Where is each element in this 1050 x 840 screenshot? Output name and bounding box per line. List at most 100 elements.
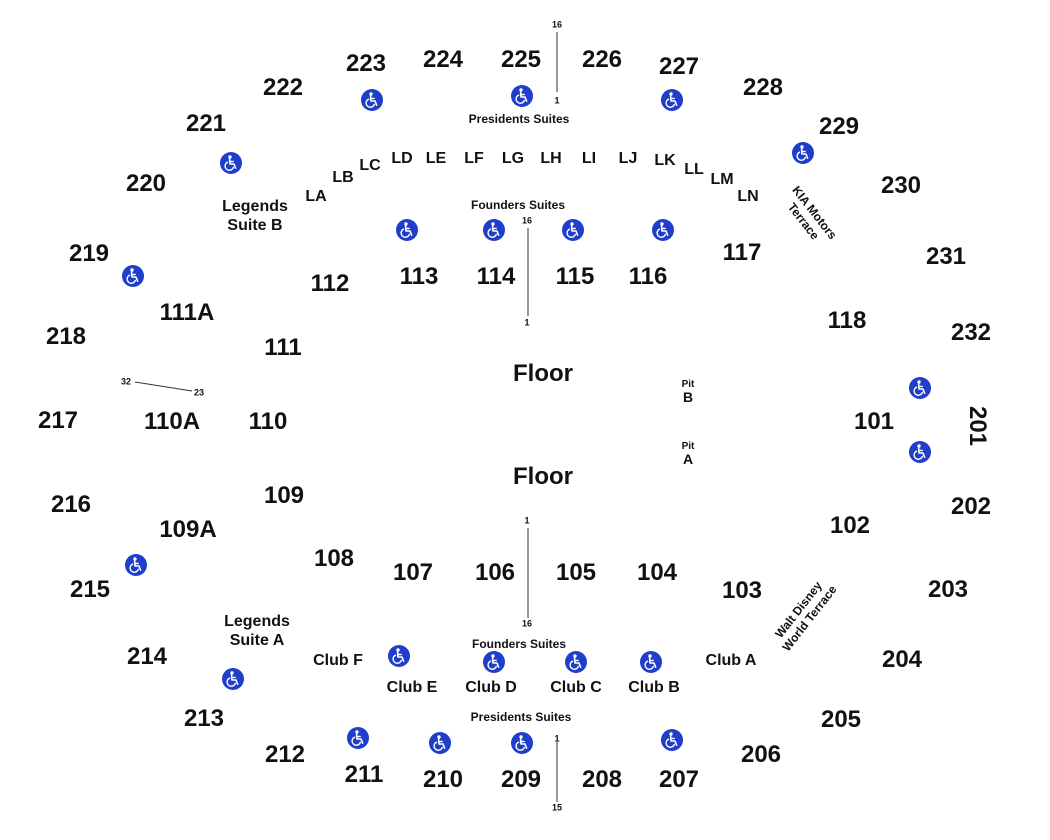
section-212[interactable]: 212	[264, 741, 306, 768]
section-218[interactable]: 218	[45, 323, 87, 350]
loge-LC[interactable]: LC	[359, 157, 381, 174]
section-110[interactable]: 110	[248, 408, 288, 435]
section-221[interactable]: 221	[185, 110, 227, 137]
legends-suite-b[interactable]: Legends Suite B	[222, 197, 288, 235]
wheelchair-icon	[661, 729, 683, 751]
section-102[interactable]: 102	[829, 512, 871, 539]
loge-LH[interactable]: LH	[540, 150, 562, 167]
section-231[interactable]: 231	[925, 243, 967, 270]
section-214[interactable]: 214	[126, 643, 168, 670]
section-116[interactable]: 116	[628, 263, 668, 290]
section-230[interactable]: 230	[880, 172, 922, 199]
section-106[interactable]: 106	[474, 559, 516, 586]
section-203[interactable]: 203	[927, 576, 969, 603]
section-232[interactable]: 232	[950, 319, 992, 346]
section-220[interactable]: 220	[125, 170, 167, 197]
loge-LL[interactable]: LL	[684, 161, 704, 178]
pit-a[interactable]: Pit A	[682, 440, 695, 466]
club-a[interactable]: Club A	[705, 652, 757, 669]
section-222[interactable]: 222	[262, 74, 304, 101]
section-111[interactable]: 111	[264, 334, 302, 361]
section-217[interactable]: 217	[37, 407, 79, 434]
section-103[interactable]: 103	[721, 577, 763, 604]
row-tick-founders-bottom-end: 16	[521, 618, 533, 629]
section-118[interactable]: 118	[827, 307, 867, 334]
section-110A[interactable]: 110A	[143, 408, 201, 435]
section-113[interactable]: 113	[399, 263, 439, 290]
wheelchair-icon	[220, 152, 242, 174]
section-216[interactable]: 216	[50, 491, 92, 518]
row-tick-left-start: 32	[120, 376, 132, 387]
section-219[interactable]: 219	[68, 240, 110, 267]
wheelchair-icon	[222, 668, 244, 690]
loge-LA[interactable]: LA	[305, 188, 327, 205]
section-206[interactable]: 206	[740, 741, 782, 768]
section-202[interactable]: 202	[950, 493, 992, 520]
section-111A[interactable]: 111A	[159, 299, 215, 326]
pit-b[interactable]: Pit B	[682, 378, 695, 404]
wheelchair-icon	[361, 89, 383, 111]
section-107[interactable]: 107	[392, 559, 434, 586]
loge-LF[interactable]: LF	[464, 150, 484, 167]
wheelchair-icon	[347, 727, 369, 749]
loge-LJ[interactable]: LJ	[618, 150, 638, 167]
club-e[interactable]: Club E	[386, 679, 438, 696]
section-115[interactable]: 115	[555, 263, 595, 290]
founders-suites-top[interactable]: Founders Suites	[470, 198, 566, 212]
section-215[interactable]: 215	[69, 576, 111, 603]
section-225[interactable]: 225	[500, 46, 542, 73]
wheelchair-icon	[483, 219, 505, 241]
loge-LI[interactable]: LI	[581, 150, 597, 167]
section-112[interactable]: 112	[310, 270, 350, 297]
row-tick-founders-top-start: 16	[521, 215, 533, 226]
section-213[interactable]: 213	[183, 705, 225, 732]
section-205[interactable]: 205	[820, 706, 862, 733]
founders-suites-bottom[interactable]: Founders Suites	[471, 637, 567, 651]
wheelchair-icon	[396, 219, 418, 241]
legends-suite-a-line2: Suite A	[229, 632, 285, 649]
wheelchair-icon	[483, 651, 505, 673]
section-101[interactable]: 101	[853, 408, 895, 435]
presidents-suites-bottom[interactable]: Presidents Suites	[470, 710, 572, 724]
section-204[interactable]: 204	[881, 646, 923, 673]
legends-suite-a[interactable]: Legends Suite A	[224, 612, 290, 650]
section-226[interactable]: 226	[581, 46, 623, 73]
loge-LG[interactable]: LG	[501, 150, 525, 167]
section-229[interactable]: 229	[818, 113, 860, 140]
presidents-suites-top[interactable]: Presidents Suites	[468, 112, 570, 126]
section-209[interactable]: 209	[500, 766, 542, 793]
floor-top[interactable]: Floor	[513, 360, 573, 387]
section-211[interactable]: 211	[344, 761, 384, 788]
legends-suite-b-line1: Legends	[222, 198, 288, 215]
section-108[interactable]: 108	[313, 545, 355, 572]
section-227[interactable]: 227	[658, 53, 700, 80]
loge-LM[interactable]: LM	[710, 171, 734, 188]
loge-LK[interactable]: LK	[654, 152, 676, 169]
section-114[interactable]: 114	[476, 263, 516, 290]
club-f[interactable]: Club F	[313, 652, 363, 669]
section-109A[interactable]: 109A	[159, 516, 217, 543]
section-105[interactable]: 105	[555, 559, 597, 586]
section-208[interactable]: 208	[581, 766, 623, 793]
section-224[interactable]: 224	[422, 46, 464, 73]
club-c[interactable]: Club C	[550, 679, 602, 696]
club-b[interactable]: Club B	[628, 679, 680, 696]
loge-LD[interactable]: LD	[391, 150, 413, 167]
section-117[interactable]: 117	[722, 239, 762, 266]
section-201[interactable]: 201	[964, 405, 991, 447]
loge-LN[interactable]: LN	[737, 188, 759, 205]
section-223[interactable]: 223	[345, 50, 387, 77]
floor-bottom[interactable]: Floor	[513, 463, 573, 490]
section-228[interactable]: 228	[742, 74, 784, 101]
club-d[interactable]: Club D	[465, 679, 517, 696]
loge-LB[interactable]: LB	[332, 169, 354, 186]
pit-a-code: A	[682, 451, 694, 467]
section-109[interactable]: 109	[263, 482, 305, 509]
row-tick-founders-bottom-start: 1	[524, 515, 530, 526]
section-207[interactable]: 207	[658, 766, 700, 793]
loge-LE[interactable]: LE	[425, 150, 447, 167]
section-104[interactable]: 104	[636, 559, 678, 586]
row-tick-founders-top-end: 1	[524, 317, 530, 328]
section-210[interactable]: 210	[422, 766, 464, 793]
wheelchair-icon	[511, 85, 533, 107]
